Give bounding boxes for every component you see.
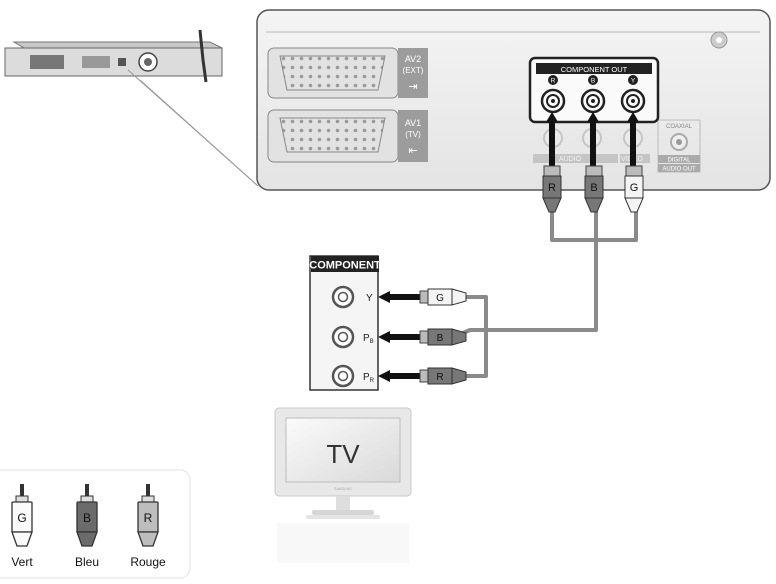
component-out-block: COMPONENT OUT R B Y — [528, 56, 660, 124]
plug-letter: G — [630, 182, 639, 194]
plug-letter: B — [437, 333, 444, 344]
digital-label: DIGITAL — [668, 158, 692, 164]
coaxial-label: COAXIAL — [666, 124, 693, 130]
svg-text:R: R — [551, 78, 556, 85]
av2-sublabel: (EXT) — [403, 66, 424, 75]
legend-letter: G — [17, 511, 26, 525]
tv-input-pb: PB — [331, 325, 374, 349]
tv-input-y: Y — [331, 285, 373, 309]
svg-text:Y: Y — [631, 78, 636, 85]
legend-plug-bleu: B Bleu — [75, 484, 99, 569]
tv-label: TV — [326, 439, 360, 469]
tv-input-pr: PR — [331, 364, 375, 388]
component-out-label: COMPONENT OUT — [561, 65, 628, 74]
side-plug-r: R — [378, 367, 467, 385]
tv-component-panel: COMPONENT Y PB PR — [309, 255, 381, 391]
legend-name-bleu: Bleu — [75, 555, 99, 569]
side-plug-g: G — [378, 288, 467, 306]
top-plug-b: B — [584, 112, 604, 213]
av1-sublabel: (TV) — [405, 130, 421, 139]
side-plug-b: B — [378, 328, 467, 346]
jack-y: Y — [620, 75, 646, 114]
rear-panel: AV2 (EXT) ⇥ AV1 (TV) ⇤ AUDIO VIDEO COAXI… — [256, 9, 771, 191]
legend-letter: B — [83, 511, 91, 525]
legend-name-vert: Vert — [11, 555, 33, 569]
legend-plug-vert: G Vert — [11, 484, 33, 569]
component-title: COMPONENT — [309, 260, 381, 272]
output-arrow-icon: ⇤ — [408, 145, 417, 157]
top-plug-g: G — [624, 112, 644, 213]
dvd-player-thumbnail — [4, 29, 259, 187]
top-plug-r: R — [542, 112, 562, 213]
plug-letter: R — [548, 182, 556, 194]
input-label-pr: PR — [363, 372, 375, 384]
jack-r: R — [540, 75, 566, 114]
audio-out-label: AUDIO OUT — [662, 167, 696, 173]
input-label-y: Y — [366, 293, 373, 304]
legend-name-rouge: Rouge — [130, 555, 166, 569]
component-cable — [455, 210, 638, 378]
scart-av1-port: AV1 (TV) ⇤ — [267, 109, 428, 163]
audio-label: AUDIO — [559, 156, 582, 163]
av1-label: AV1 — [405, 118, 421, 128]
television: TV SAMSUNG — [274, 407, 412, 563]
legend-plug-rouge: R Rouge — [130, 484, 166, 569]
cable-color-legend: G Vert B Bleu R Rouge — [0, 469, 191, 579]
plug-letter: R — [436, 372, 443, 383]
coaxial-output: COAXIAL DIGITAL AUDIO OUT — [657, 119, 701, 173]
input-label-pb: PB — [363, 333, 374, 345]
scart-av2-port: AV2 (EXT) ⇥ — [267, 47, 428, 99]
input-arrow-icon: ⇥ — [408, 81, 417, 93]
plug-letter: G — [436, 293, 444, 304]
legend-letter: R — [144, 511, 153, 525]
svg-text:B: B — [591, 78, 595, 85]
av2-label: AV2 — [405, 54, 421, 64]
plug-letter: B — [590, 182, 597, 194]
tv-brand: SAMSUNG — [334, 487, 352, 491]
